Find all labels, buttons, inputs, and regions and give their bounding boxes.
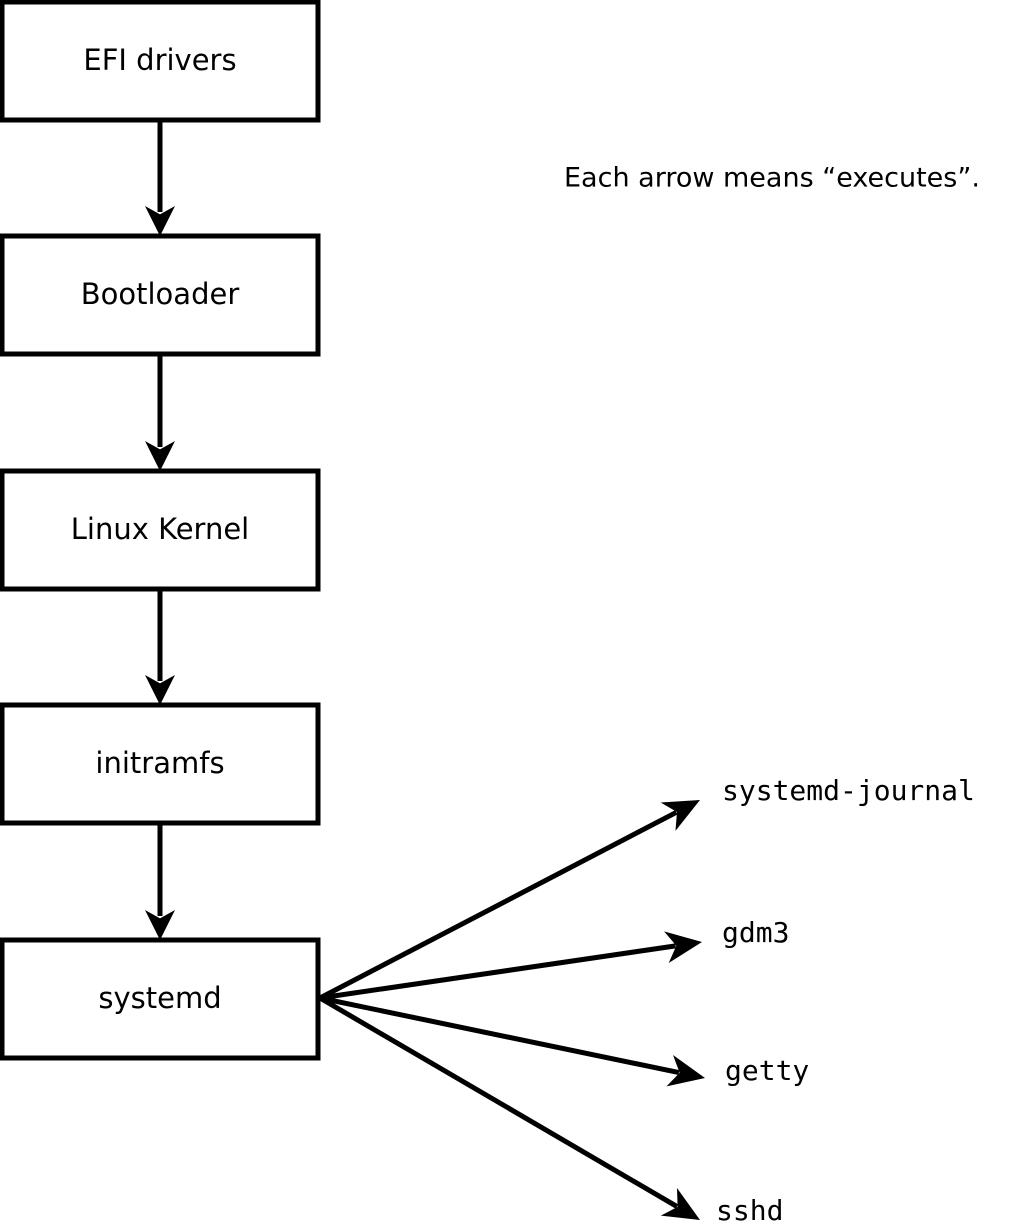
- flow-arrow-efi-to-bootloader: [145, 120, 175, 236]
- service-label-getty: getty: [725, 1054, 809, 1087]
- execute-arrow-head-systemd-journal: [660, 800, 700, 831]
- flow-arrow-head-bootloader-to-kernel: [145, 441, 175, 471]
- execute-arrow-head-sshd: [660, 1188, 700, 1220]
- stage-box-outline-systemd: [0, 937, 321, 1061]
- execute-arrow-shaft-sshd: [318, 995, 679, 1209]
- stage-box-label-systemd: systemd: [98, 981, 221, 1015]
- flow-arrow-head-kernel-to-initramfs: [145, 675, 175, 705]
- legend-text: Each arrow means “executes”.: [564, 163, 980, 194]
- stage-box-label-linux-kernel: Linux Kernel: [71, 512, 249, 546]
- flow-arrow-head-efi-to-bootloader: [145, 206, 175, 236]
- fan-arrow-layer: [318, 800, 705, 1220]
- execute-arrow-shaft-gdm3: [319, 943, 677, 1001]
- stage-box-label-initramfs: initramfs: [95, 746, 224, 780]
- stage-box-outline-initramfs: [0, 702, 321, 826]
- stage-box-bootloader[interactable]: Bootloader: [0, 233, 321, 357]
- flow-arrow-initramfs-to-systemd: [145, 823, 175, 940]
- execute-arrow-shaft-systemd-journal: [318, 810, 678, 1001]
- stage-box-initramfs[interactable]: initramfs: [0, 702, 321, 826]
- execute-arrow-head-getty: [666, 1055, 705, 1087]
- service-label-sshd: sshd: [716, 1194, 783, 1227]
- service-label-layer: systemd-journal gdm3 getty sshd: [716, 774, 975, 1227]
- service-label-gdm3: gdm3: [722, 916, 789, 949]
- stage-box-outline-linux-kernel: [0, 468, 321, 592]
- execute-arrow-gdm3: [319, 931, 702, 1001]
- stage-box-label-bootloader: Bootloader: [81, 277, 240, 311]
- stage-box-efi-drivers[interactable]: EFI drivers: [0, 0, 321, 123]
- execute-arrow-sshd: [318, 995, 700, 1220]
- flow-arrow-head-initramfs-to-systemd: [145, 910, 175, 940]
- stage-box-systemd[interactable]: systemd: [0, 937, 321, 1061]
- execute-arrow-systemd-journal: [318, 800, 700, 1001]
- execute-arrow-getty: [319, 995, 705, 1087]
- stage-box-outline-bootloader: [0, 233, 321, 357]
- flow-arrow-kernel-to-initramfs: [145, 589, 175, 705]
- stage-box-label-efi-drivers: EFI drivers: [83, 43, 236, 77]
- chain-arrow-layer: [145, 120, 175, 940]
- execute-arrow-head-gdm3: [664, 931, 702, 964]
- stage-box-linux-kernel[interactable]: Linux Kernel: [0, 468, 321, 592]
- service-label-systemd-journal: systemd-journal: [722, 774, 975, 807]
- stage-box-outline-efi-drivers: [0, 0, 321, 123]
- execute-arrow-shaft-getty: [319, 995, 680, 1076]
- flow-arrow-bootloader-to-kernel: [145, 354, 175, 471]
